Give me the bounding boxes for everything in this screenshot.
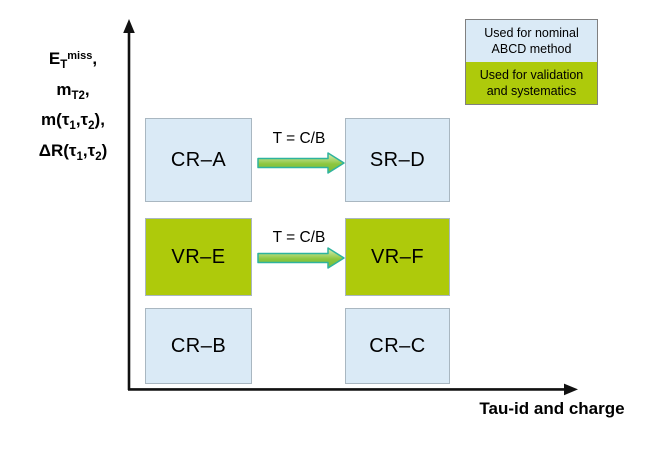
legend-item-nominal-line: ABCD method <box>491 42 572 56</box>
box-vr-f-label: VR–F <box>370 245 425 268</box>
transfer-factor-label-top: T = C/B <box>272 130 326 147</box>
legend-item-validation: Used for validation and systematics <box>466 62 597 104</box>
box-sr-d: SR–D <box>345 118 450 202</box>
y-axis-label-line: ETmiss, <box>48 49 98 71</box>
legend: Used for nominal ABCD method Used for va… <box>465 19 598 105</box>
box-cr-b: CR–B <box>145 308 252 384</box>
box-vr-e-label: VR–E <box>171 245 226 268</box>
box-vr-f: VR–F <box>345 218 450 296</box>
block-arrow-icon-bottom <box>257 247 345 269</box>
y-axis-label-line: m(τ1,τ2), <box>41 110 105 132</box>
x-axis-label: Tau-id and charge <box>479 399 625 418</box>
box-cr-a-label: CR–A <box>170 148 227 171</box>
legend-item-nominal: Used for nominal ABCD method <box>466 20 597 62</box>
legend-item-nominal-line: Used for nominal <box>484 26 579 40</box>
block-arrow-icon-top <box>257 152 345 174</box>
transfer-factor-label-bottom: T = C/B <box>272 229 326 246</box>
x-axis-arrowhead-icon <box>564 383 578 396</box>
y-axis-label-line: mT2, <box>56 79 90 102</box>
box-sr-d-label: SR–D <box>369 148 426 171</box>
box-cr-c: CR–C <box>345 308 450 384</box>
legend-item-validation-line: Used for validation <box>479 68 584 82</box>
box-cr-b-label: CR–B <box>170 334 227 357</box>
y-axis-label-line: ΔR(τ1,τ2) <box>38 140 108 163</box>
legend-item-validation-line: and systematics <box>486 84 577 98</box>
box-cr-a: CR–A <box>145 118 252 202</box>
box-cr-c-label: CR–C <box>369 334 426 357</box>
box-vr-e: VR–E <box>145 218 252 296</box>
y-axis-label: ETmiss, mT2, m(τ1,τ2), ΔR(τ1,τ2) <box>16 45 130 169</box>
y-axis-arrowhead-icon <box>123 19 135 33</box>
